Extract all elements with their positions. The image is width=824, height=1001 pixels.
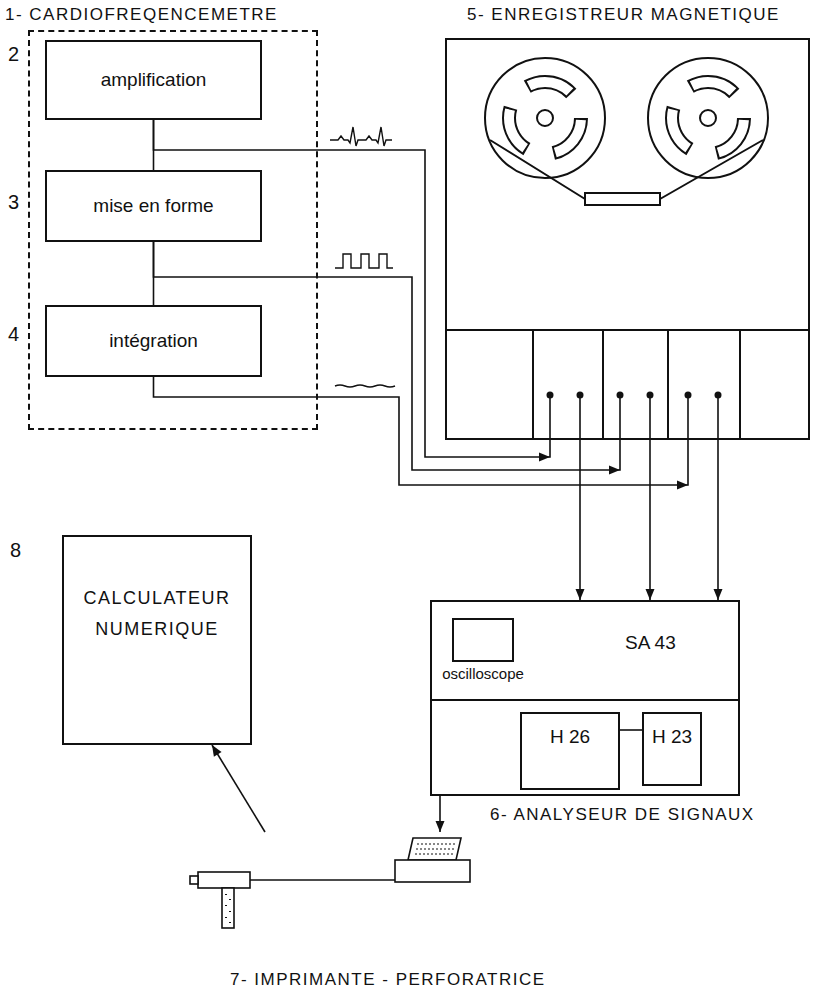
callout-number: 8 [10,538,21,562]
jack [647,392,654,399]
tape-head [585,193,660,205]
connector [714,440,723,600]
computer-box: CALCULATEUR NUMERIQUE [62,535,252,745]
tape-punch [198,872,250,888]
punch-feed [190,876,198,884]
module-box: H 26 [520,712,620,790]
connector-line [579,440,581,600]
connector [646,440,655,600]
punched-tape [222,888,234,928]
recorder-housing: 5- ENREGISTREUR MAGNETIQUE [445,38,810,440]
connector [212,745,265,832]
oscilloscope-screen: oscilloscope [452,618,514,662]
ecg-waveform [330,127,392,146]
analyzer-housing: SA 436- ANALYSEUR DE SIGNAUXoscilloscope… [430,600,740,796]
device-title: 1- CARDIOFREQENCEMETRE [5,5,278,25]
tape-reel [648,58,768,178]
punch-cable [250,879,395,881]
reel-slots-inner [672,82,744,154]
arrowhead [539,453,550,462]
connector-line [620,729,642,731]
arrowhead [677,481,688,490]
module-label: H 23 [652,726,692,749]
tape [490,140,763,199]
printer-group: 7- IMPRIMANTE - PERFORATRICE [190,832,480,935]
reel-hub [537,110,553,126]
box-label: mise en forme [93,195,213,218]
jack [577,392,584,399]
analyzer-drawing [430,699,740,701]
connector [154,377,689,490]
panel-lines [445,330,810,440]
callout-number: 4 [8,322,19,346]
arrowhead [646,589,655,600]
arrowhead [609,466,620,475]
callout-number: 2 [8,42,19,66]
jack [547,392,554,399]
device-title: 6- ANALYSEUR DE SIGNAUX [490,805,755,825]
connector-line [212,745,265,832]
arrowhead [714,589,723,600]
arrowhead [436,821,445,832]
connector-line [154,377,689,485]
module-label: H 26 [550,726,590,749]
recorder-drawing [445,58,810,440]
connector-line [717,440,719,600]
printed-lines [415,844,455,854]
screen-label: oscilloscope [442,665,524,683]
callout-number: 3 [8,190,19,214]
panel-divider [430,699,740,701]
process-box: amplification [45,40,262,120]
model-label: SA 43 [625,632,676,655]
jacks [547,392,722,399]
jack [685,392,692,399]
jack [617,392,624,399]
device-title: 5- ENREGISTREUR MAGNETIQUE [467,5,780,25]
reel-slots-inner [509,82,581,154]
printer-body [395,860,470,882]
jack [715,392,722,399]
printer-drawing [190,838,470,928]
tape-reel [485,58,605,178]
process-box: mise en forme [45,170,262,242]
arrowhead [212,745,222,757]
tape-holes [226,894,230,923]
connector-line [154,242,621,470]
process-box: intégration [45,305,262,377]
reel-slots [672,82,744,154]
connector [436,796,445,832]
jack-wires [550,395,718,440]
printer-paper [408,838,461,860]
connector-line [649,440,651,600]
dc-waveform [335,385,395,387]
reel-hub [700,110,716,126]
box-label: amplification [101,69,207,92]
reel-slots [509,82,581,154]
device-group: 1- CARDIOFREQENCEMETREamplificationmise … [28,30,318,430]
box-label: CALCULATEUR NUMERIQUE [72,583,242,644]
signal-glyphs [330,127,395,387]
box-label: intégration [109,330,198,353]
arrowhead [576,589,585,600]
pulse-waveform [335,254,393,268]
device-title: 7- IMPRIMANTE - PERFORATRICE [230,970,546,990]
connector [576,440,585,600]
connector [620,730,642,731]
module-box: H 23 [642,712,702,786]
